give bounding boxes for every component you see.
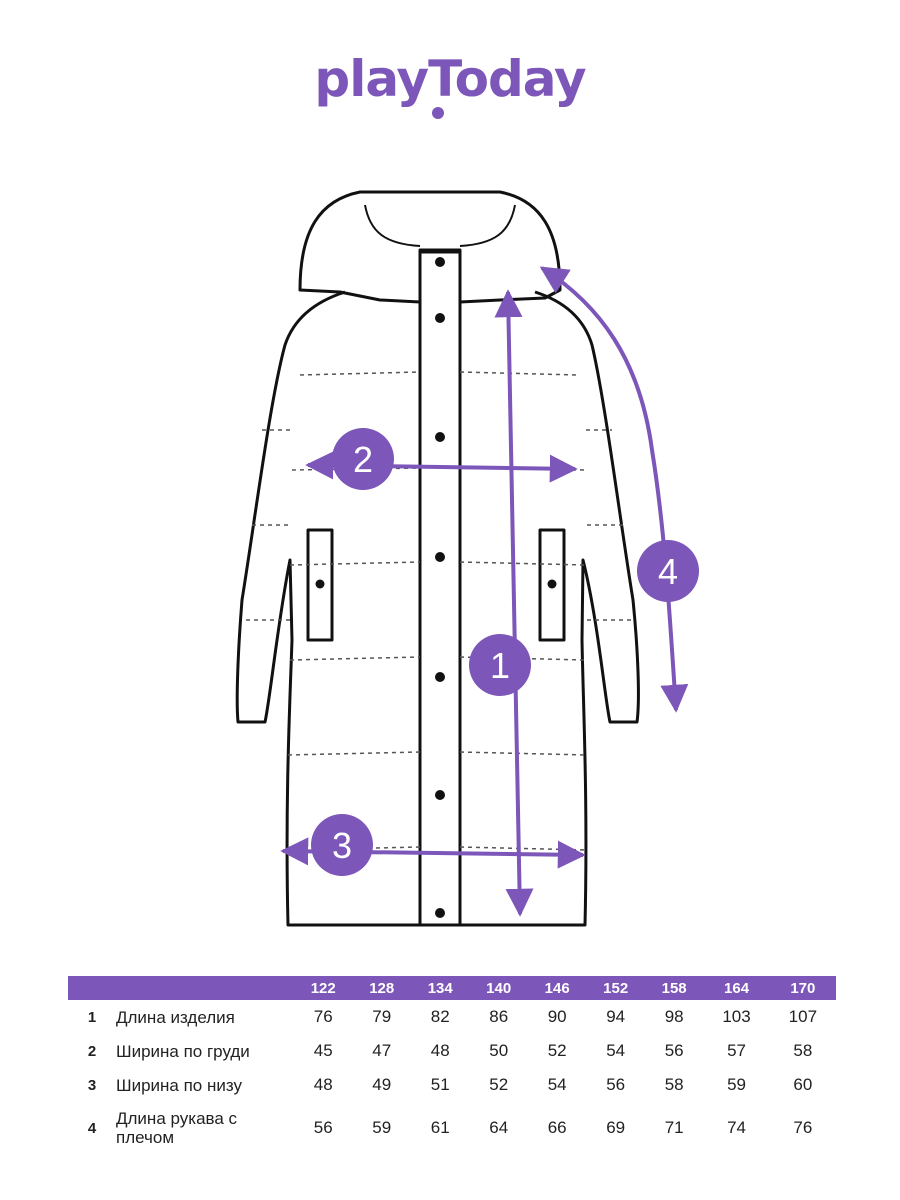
- marker-2: 2: [353, 439, 373, 480]
- table-cell: 79: [372, 1007, 392, 1026]
- table-cell: 54: [547, 1075, 567, 1094]
- table-cell: 86: [489, 1007, 509, 1026]
- size-table: 122 128 134 140 146 152 158 164 170 1 Дл…: [68, 976, 836, 1154]
- row-number: 1: [87, 1008, 97, 1026]
- table-cell: 48: [313, 1075, 333, 1094]
- table-cell: 98: [664, 1007, 684, 1026]
- table-cell: 107: [788, 1007, 818, 1026]
- table-cell: 58: [664, 1075, 684, 1094]
- marker-3: 3: [332, 825, 352, 866]
- table-cell: 60: [793, 1075, 813, 1094]
- table-cell: 94: [606, 1007, 626, 1026]
- table-cell: 90: [547, 1007, 567, 1026]
- table-cell: 59: [727, 1075, 746, 1094]
- row-label: Ширина по груди: [116, 1041, 250, 1061]
- size-header: 164: [703, 976, 770, 1000]
- table-cell: 76: [313, 1007, 333, 1026]
- coat-diagram: 1 2 3 4: [235, 190, 699, 927]
- row-number: 4: [87, 1119, 97, 1137]
- size-header: 122: [294, 976, 353, 1000]
- logo-dot: [432, 107, 444, 119]
- row-number: 3: [87, 1076, 97, 1094]
- size-header: 128: [352, 976, 411, 1000]
- table-cell: 59: [372, 1118, 392, 1137]
- brand-logo: playToday: [314, 50, 586, 108]
- table-cell: 56: [313, 1118, 333, 1137]
- table-cell: 66: [547, 1118, 567, 1137]
- table-cell: 52: [489, 1075, 509, 1094]
- size-header: 134: [410, 976, 470, 1000]
- size-header: 146: [527, 976, 587, 1000]
- table-cell: 57: [727, 1041, 746, 1060]
- table-cell: 56: [664, 1041, 684, 1060]
- row-label: Длина рукава с плечом: [116, 1109, 238, 1147]
- table-cell: 71: [664, 1118, 684, 1137]
- table-cell: 58: [793, 1041, 813, 1060]
- table-cell: 82: [430, 1007, 450, 1026]
- table-cell: 74: [727, 1118, 746, 1137]
- table-row: 2 Ширина по груди 45 47 48 50 52 54 56 5…: [68, 1034, 836, 1068]
- table-cell: 56: [606, 1075, 626, 1094]
- table-cell: 52: [547, 1041, 567, 1060]
- size-header-row: 122 128 134 140 146 152 158 164 170: [68, 976, 836, 1000]
- table-row: 3 Ширина по низу 48 49 51 52 54 56 58 59…: [68, 1068, 836, 1102]
- table-cell: 50: [489, 1041, 509, 1060]
- row-label: Ширина по низу: [116, 1075, 242, 1095]
- table-row: 1 Длина изделия 76 79 82 86 90 94 98 103…: [68, 1000, 836, 1034]
- row-number: 2: [87, 1042, 97, 1060]
- table-cell: 51: [430, 1075, 450, 1094]
- table-cell: 61: [430, 1118, 450, 1137]
- table-cell: 48: [430, 1041, 450, 1060]
- size-header: 170: [769, 976, 836, 1000]
- marker-4: 4: [658, 551, 678, 592]
- table-cell: 69: [606, 1118, 626, 1137]
- size-header: 158: [644, 976, 704, 1000]
- marker-badges: 1 2 3 4: [311, 428, 699, 876]
- table-cell: 49: [372, 1075, 392, 1094]
- marker-1: 1: [490, 645, 510, 686]
- table-row: 4 Длина рукава с плечом 56 59 61 64 66 6…: [68, 1102, 836, 1154]
- table-cell: 64: [489, 1118, 509, 1137]
- row-label: Длина изделия: [116, 1007, 235, 1027]
- table-cell: 54: [606, 1041, 626, 1060]
- snap-buttons: [315, 257, 557, 918]
- size-header: 152: [586, 976, 645, 1000]
- table-cell: 45: [313, 1041, 333, 1060]
- table-cell: 76: [793, 1118, 813, 1137]
- quilting-lines: [246, 371, 632, 851]
- size-header: 140: [469, 976, 528, 1000]
- table-cell: 47: [372, 1041, 392, 1060]
- table-cell: 103: [722, 1007, 751, 1026]
